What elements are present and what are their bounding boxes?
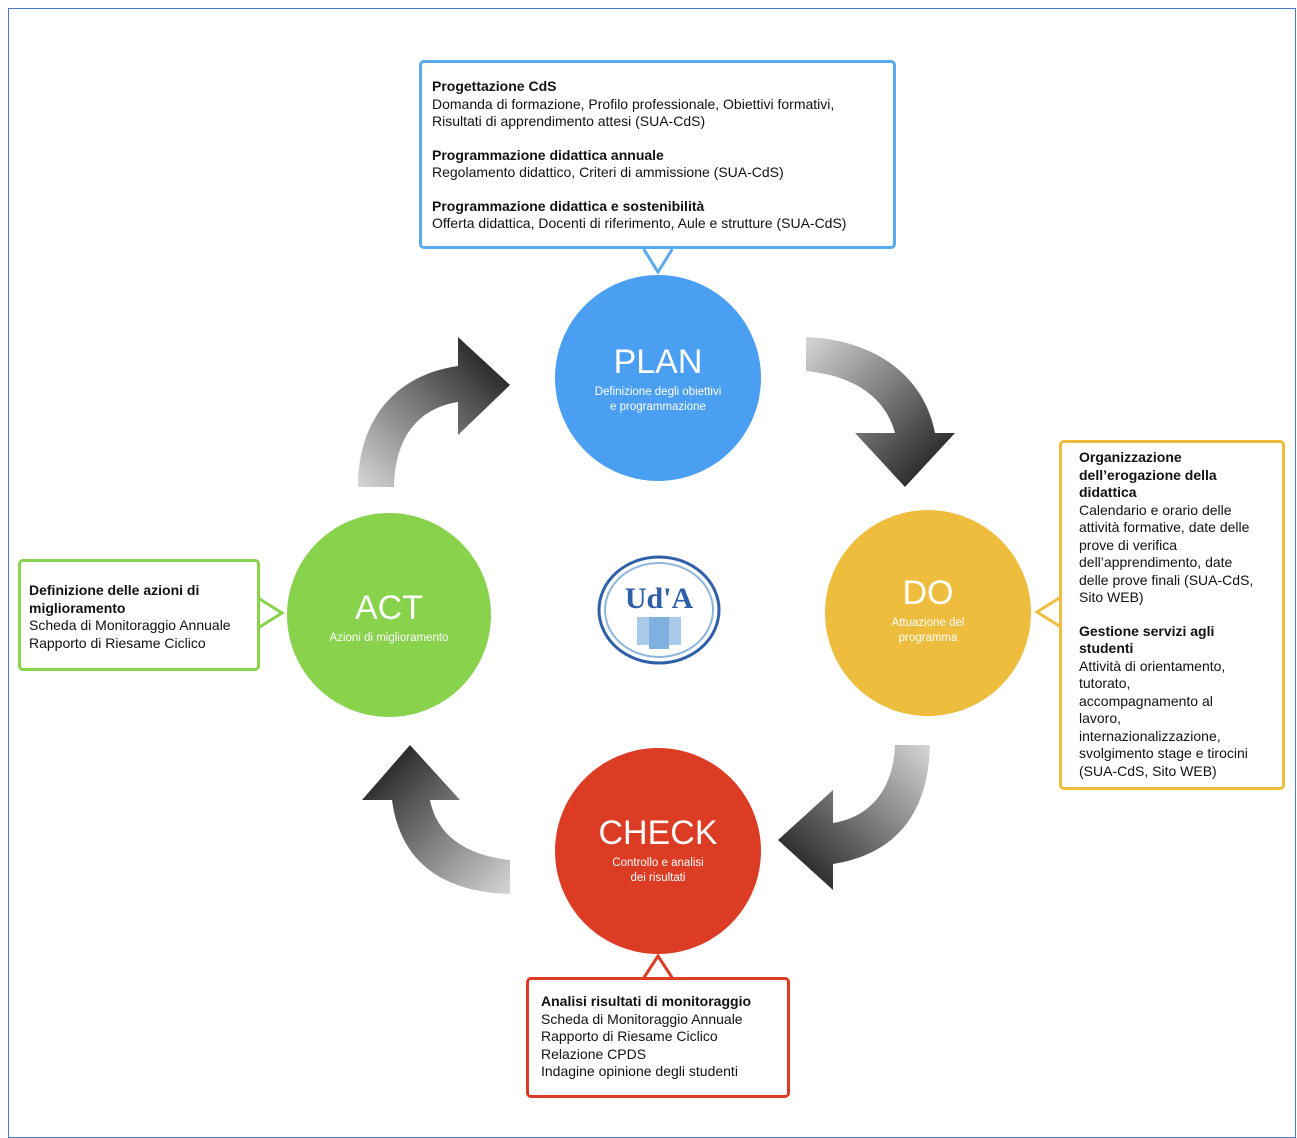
act-callout-tip <box>257 597 285 629</box>
do-section-heading: Gestione servizi agli studenti <box>1079 622 1215 657</box>
plan-title: PLAN <box>613 343 703 381</box>
do-section-text: Attività di orientamento, tutorato, acco… <box>1079 657 1248 779</box>
do-callout: Organizzazione dell’erogazione della did… <box>1059 440 1285 790</box>
plan-section-heading: Progettazione CdS <box>432 78 557 94</box>
arrow-do-to-check-icon <box>778 745 930 890</box>
plan-section-1: Progettazione CdS Domanda di formazione,… <box>432 78 883 131</box>
arrow-plan-to-do-icon <box>806 337 955 487</box>
do-subtitle: Attuazione del programma <box>891 617 965 644</box>
do-section-text: Calendario e orario delle attività forma… <box>1079 501 1254 606</box>
plan-section-3: Programmazione didattica e sostenibilità… <box>432 198 883 233</box>
plan-section-heading: Programmazione didattica annuale <box>432 146 664 163</box>
logo-text: Ud'A <box>625 582 694 615</box>
act-callout-text: Scheda di Monitoraggio Annuale Rapporto … <box>29 617 231 651</box>
arrow-check-to-act-icon <box>362 745 510 894</box>
do-section-2: Gestione servizi agli studenti Attività … <box>1079 623 1272 781</box>
check-title: CHECK <box>598 814 718 852</box>
check-subtitle: Controllo e analisi dei risultati <box>612 857 704 884</box>
act-circle: ACT Azioni di miglioramento <box>287 513 491 717</box>
plan-circle: PLAN Definizione degli obiettivi e progr… <box>555 275 761 481</box>
plan-section-heading: Programmazione didattica e sostenibilità <box>432 197 705 214</box>
act-callout-heading: Definizione delle azioni di migliorament… <box>29 582 200 616</box>
act-title: ACT <box>355 589 423 627</box>
do-callout-tip <box>1034 596 1062 628</box>
check-callout: Analisi risultati di monitoraggio Scheda… <box>526 977 790 1098</box>
do-section-1: Organizzazione dell’erogazione della did… <box>1079 449 1272 607</box>
check-callout-heading: Analisi risultati di monitoraggio <box>541 993 752 1009</box>
do-section-heading: Organizzazione dell’erogazione della did… <box>1079 449 1217 500</box>
plan-section-2: Programmazione didattica annuale Regolam… <box>432 147 883 182</box>
act-callout: Definizione delle azioni di migliorament… <box>18 559 260 671</box>
plan-section-text: Domanda di formazione, Profilo professio… <box>432 95 835 130</box>
university-logo-icon: Ud'A <box>597 555 721 665</box>
do-title: DO <box>902 574 954 612</box>
do-circle: DO Attuazione del programma <box>825 510 1031 716</box>
check-callout-text: Scheda di Monitoraggio Annuale Rapporto … <box>541 1010 743 1080</box>
arrow-act-to-plan-icon <box>358 337 510 487</box>
plan-section-text: Offerta didattica, Docenti di riferiment… <box>432 215 847 231</box>
plan-callout-tip <box>643 246 673 274</box>
check-circle: CHECK Controllo e analisi dei risultati <box>555 748 761 954</box>
act-subtitle: Azioni di miglioramento <box>329 632 449 644</box>
plan-subtitle: Definizione degli obiettivi e programmaz… <box>594 386 722 413</box>
plan-section-text: Regolamento didattico, Criteri di ammiss… <box>432 164 784 180</box>
plan-callout: Progettazione CdS Domanda di formazione,… <box>419 60 896 249</box>
